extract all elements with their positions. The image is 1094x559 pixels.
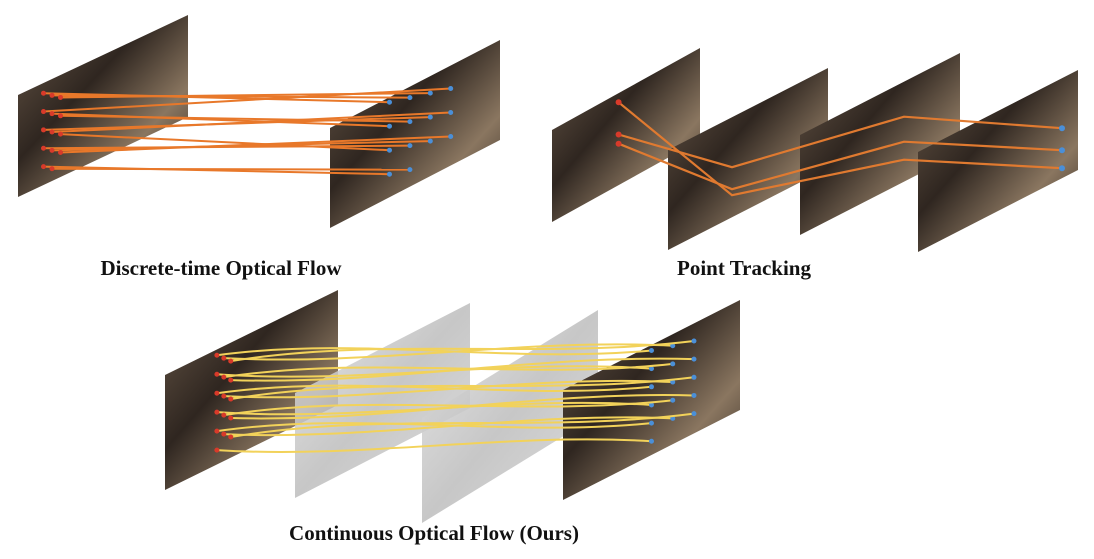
end-point: [649, 384, 654, 390]
end-point: [448, 134, 454, 140]
end-point: [1059, 147, 1065, 154]
start-point: [221, 374, 227, 380]
end-point: [691, 411, 697, 417]
end-point: [691, 374, 697, 380]
caption-continuous-optical-flow: Continuous Optical Flow (Ours): [289, 521, 579, 545]
start-point: [58, 113, 63, 119]
end-point: [691, 356, 697, 362]
end-point: [448, 86, 454, 92]
video-frame: [563, 300, 740, 500]
start-point: [228, 415, 234, 421]
end-point: [387, 123, 392, 129]
start-point: [228, 358, 234, 364]
track-line: [617, 101, 1063, 197]
start-point: [214, 371, 220, 377]
start-point: [221, 355, 227, 361]
start-point: [41, 127, 46, 133]
caption-point-tracking: Point Tracking: [677, 256, 811, 280]
start-point: [221, 393, 227, 399]
flow-line: [43, 87, 451, 113]
end-point: [427, 90, 433, 96]
end-point: [691, 392, 697, 398]
end-point: [670, 361, 676, 367]
end-point: [1059, 125, 1065, 132]
start-point: [214, 409, 220, 415]
start-point: [41, 164, 46, 170]
end-point: [427, 138, 433, 144]
start-point: [228, 396, 234, 402]
end-point: [448, 110, 454, 116]
end-point: [649, 420, 654, 426]
flow-line: [60, 133, 390, 152]
start-point: [58, 94, 63, 100]
intermediate-frame: [295, 303, 470, 498]
start-point: [41, 109, 46, 115]
start-point: [49, 92, 55, 98]
start-point: [615, 99, 622, 106]
start-point: [221, 412, 227, 418]
end-point: [670, 397, 676, 403]
continuous-flow-curve: [216, 384, 652, 395]
start-point: [615, 140, 622, 147]
caption-discrete-optical-flow: Discrete-time Optical Flow: [100, 256, 342, 280]
start-point: [214, 428, 220, 434]
continuous-flow-curve: [230, 340, 695, 363]
end-point: [649, 402, 654, 408]
end-point: [649, 348, 654, 353]
flow-line: [51, 94, 410, 99]
end-point: [1059, 165, 1065, 172]
start-point: [58, 150, 63, 156]
start-point: [214, 352, 220, 358]
start-point: [49, 166, 55, 172]
continuous-flow-curve: [223, 343, 673, 361]
continuous-flow-curve: [230, 412, 695, 438]
end-point: [427, 114, 433, 120]
start-point: [615, 131, 622, 138]
video-frame-2: [668, 68, 828, 250]
video-frame-end: [330, 40, 500, 228]
continuous-flow-curve: [223, 362, 673, 379]
start-point: [214, 390, 220, 396]
end-point: [407, 95, 413, 101]
continuous-flow-curve: [230, 376, 695, 401]
start-point: [221, 431, 227, 437]
continuous-flow-curve: [223, 379, 673, 399]
continuous-flow-curve: [223, 416, 673, 437]
continuous-flow-curve: [216, 422, 652, 433]
end-point: [670, 343, 676, 349]
end-point: [387, 147, 392, 153]
start-point: [49, 147, 55, 153]
continuous-flow-curve: [223, 399, 673, 417]
start-point: [41, 145, 46, 151]
start-point: [41, 90, 46, 96]
end-point: [387, 99, 392, 105]
flow-line: [51, 167, 410, 171]
end-point: [407, 119, 413, 125]
track-line: [618, 115, 1063, 169]
start-point: [49, 129, 55, 135]
continuous-flow-curve: [230, 357, 695, 382]
end-point: [649, 366, 654, 372]
video-frame-1: [552, 48, 700, 222]
end-point: [649, 438, 654, 444]
end-point: [387, 171, 392, 177]
continuous-flow-curve: [230, 394, 695, 420]
video-frame-4: [918, 70, 1078, 252]
end-point: [407, 143, 413, 149]
end-point: [691, 338, 697, 344]
video-frame-3: [800, 53, 960, 235]
end-point: [407, 167, 413, 173]
continuous-flow-curve: [216, 347, 652, 357]
flow-line: [60, 135, 451, 154]
start-point: [214, 447, 220, 453]
start-point: [228, 377, 234, 383]
start-point: [228, 434, 234, 440]
start-point: [49, 111, 55, 117]
track-line: [618, 140, 1063, 191]
flow-line: [51, 111, 451, 134]
continuous-flow-curve: [216, 438, 652, 454]
start-point: [58, 131, 63, 137]
